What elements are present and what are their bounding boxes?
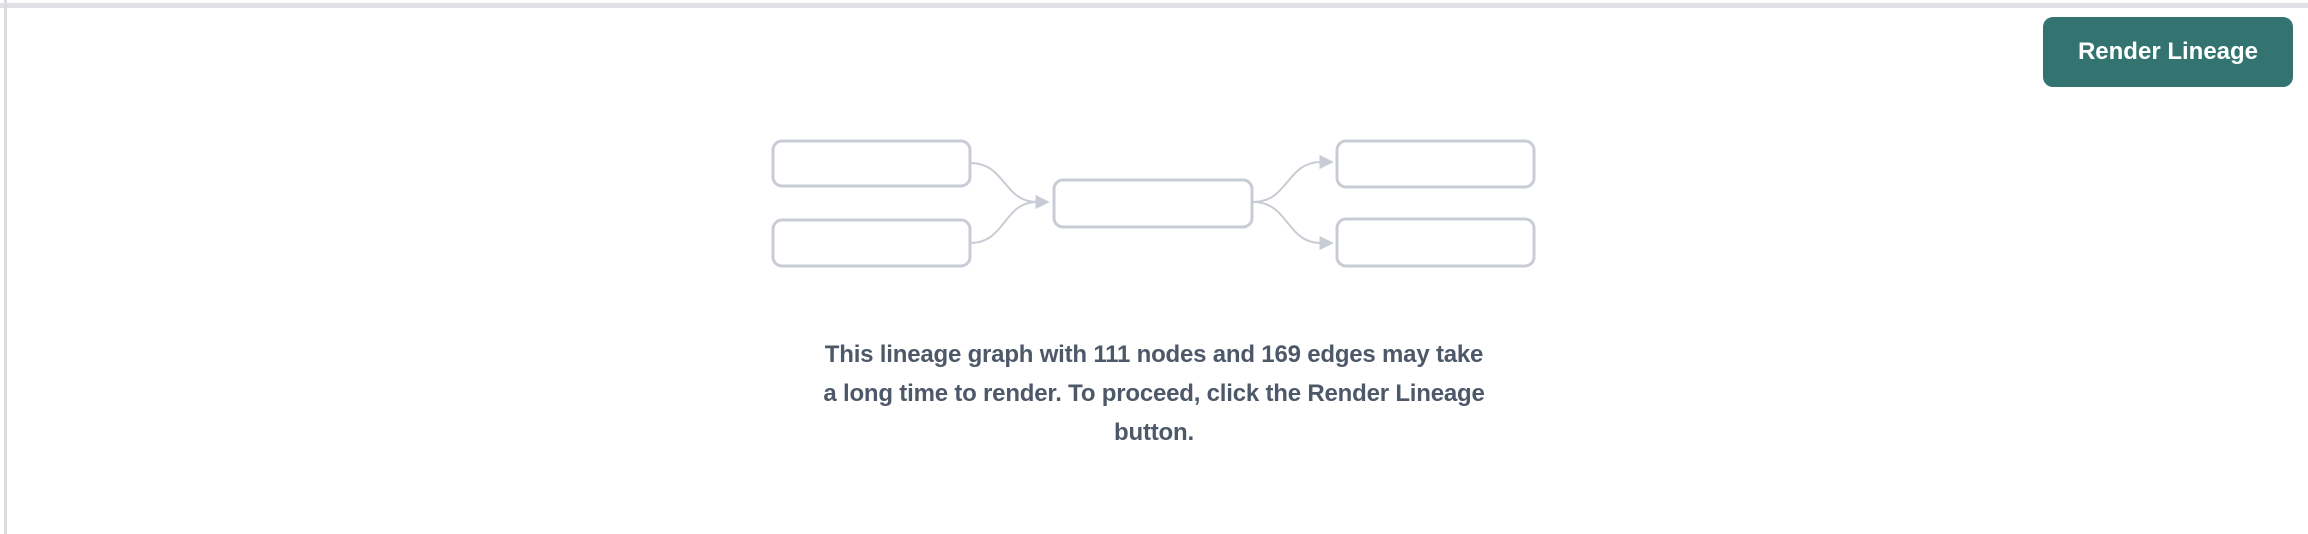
graph-edge xyxy=(1252,201,1334,251)
graph-node xyxy=(1335,139,1536,189)
render-warning-message: This lineage graph with 111 nodes and 16… xyxy=(823,335,1484,452)
panel-left-border xyxy=(4,0,7,534)
lineage-graph-illustration xyxy=(771,139,1536,268)
graph-edge xyxy=(1252,154,1334,203)
graph-node xyxy=(1052,178,1254,229)
graph-node xyxy=(771,139,972,188)
graph-edge xyxy=(969,201,1038,244)
message-line: button. xyxy=(1114,419,1194,446)
graph-node xyxy=(771,218,972,268)
lineage-empty-state: This lineage graph with 111 nodes and 16… xyxy=(0,135,2308,452)
graph-edge xyxy=(969,162,1050,210)
graph-node xyxy=(1335,217,1536,268)
render-lineage-button[interactable]: Render Lineage xyxy=(2043,17,2293,87)
panel-top-border xyxy=(0,3,2308,8)
message-line: This lineage graph with 111 nodes and 16… xyxy=(824,341,1484,368)
message-line: a long time to render. To proceed, click… xyxy=(823,380,1485,407)
